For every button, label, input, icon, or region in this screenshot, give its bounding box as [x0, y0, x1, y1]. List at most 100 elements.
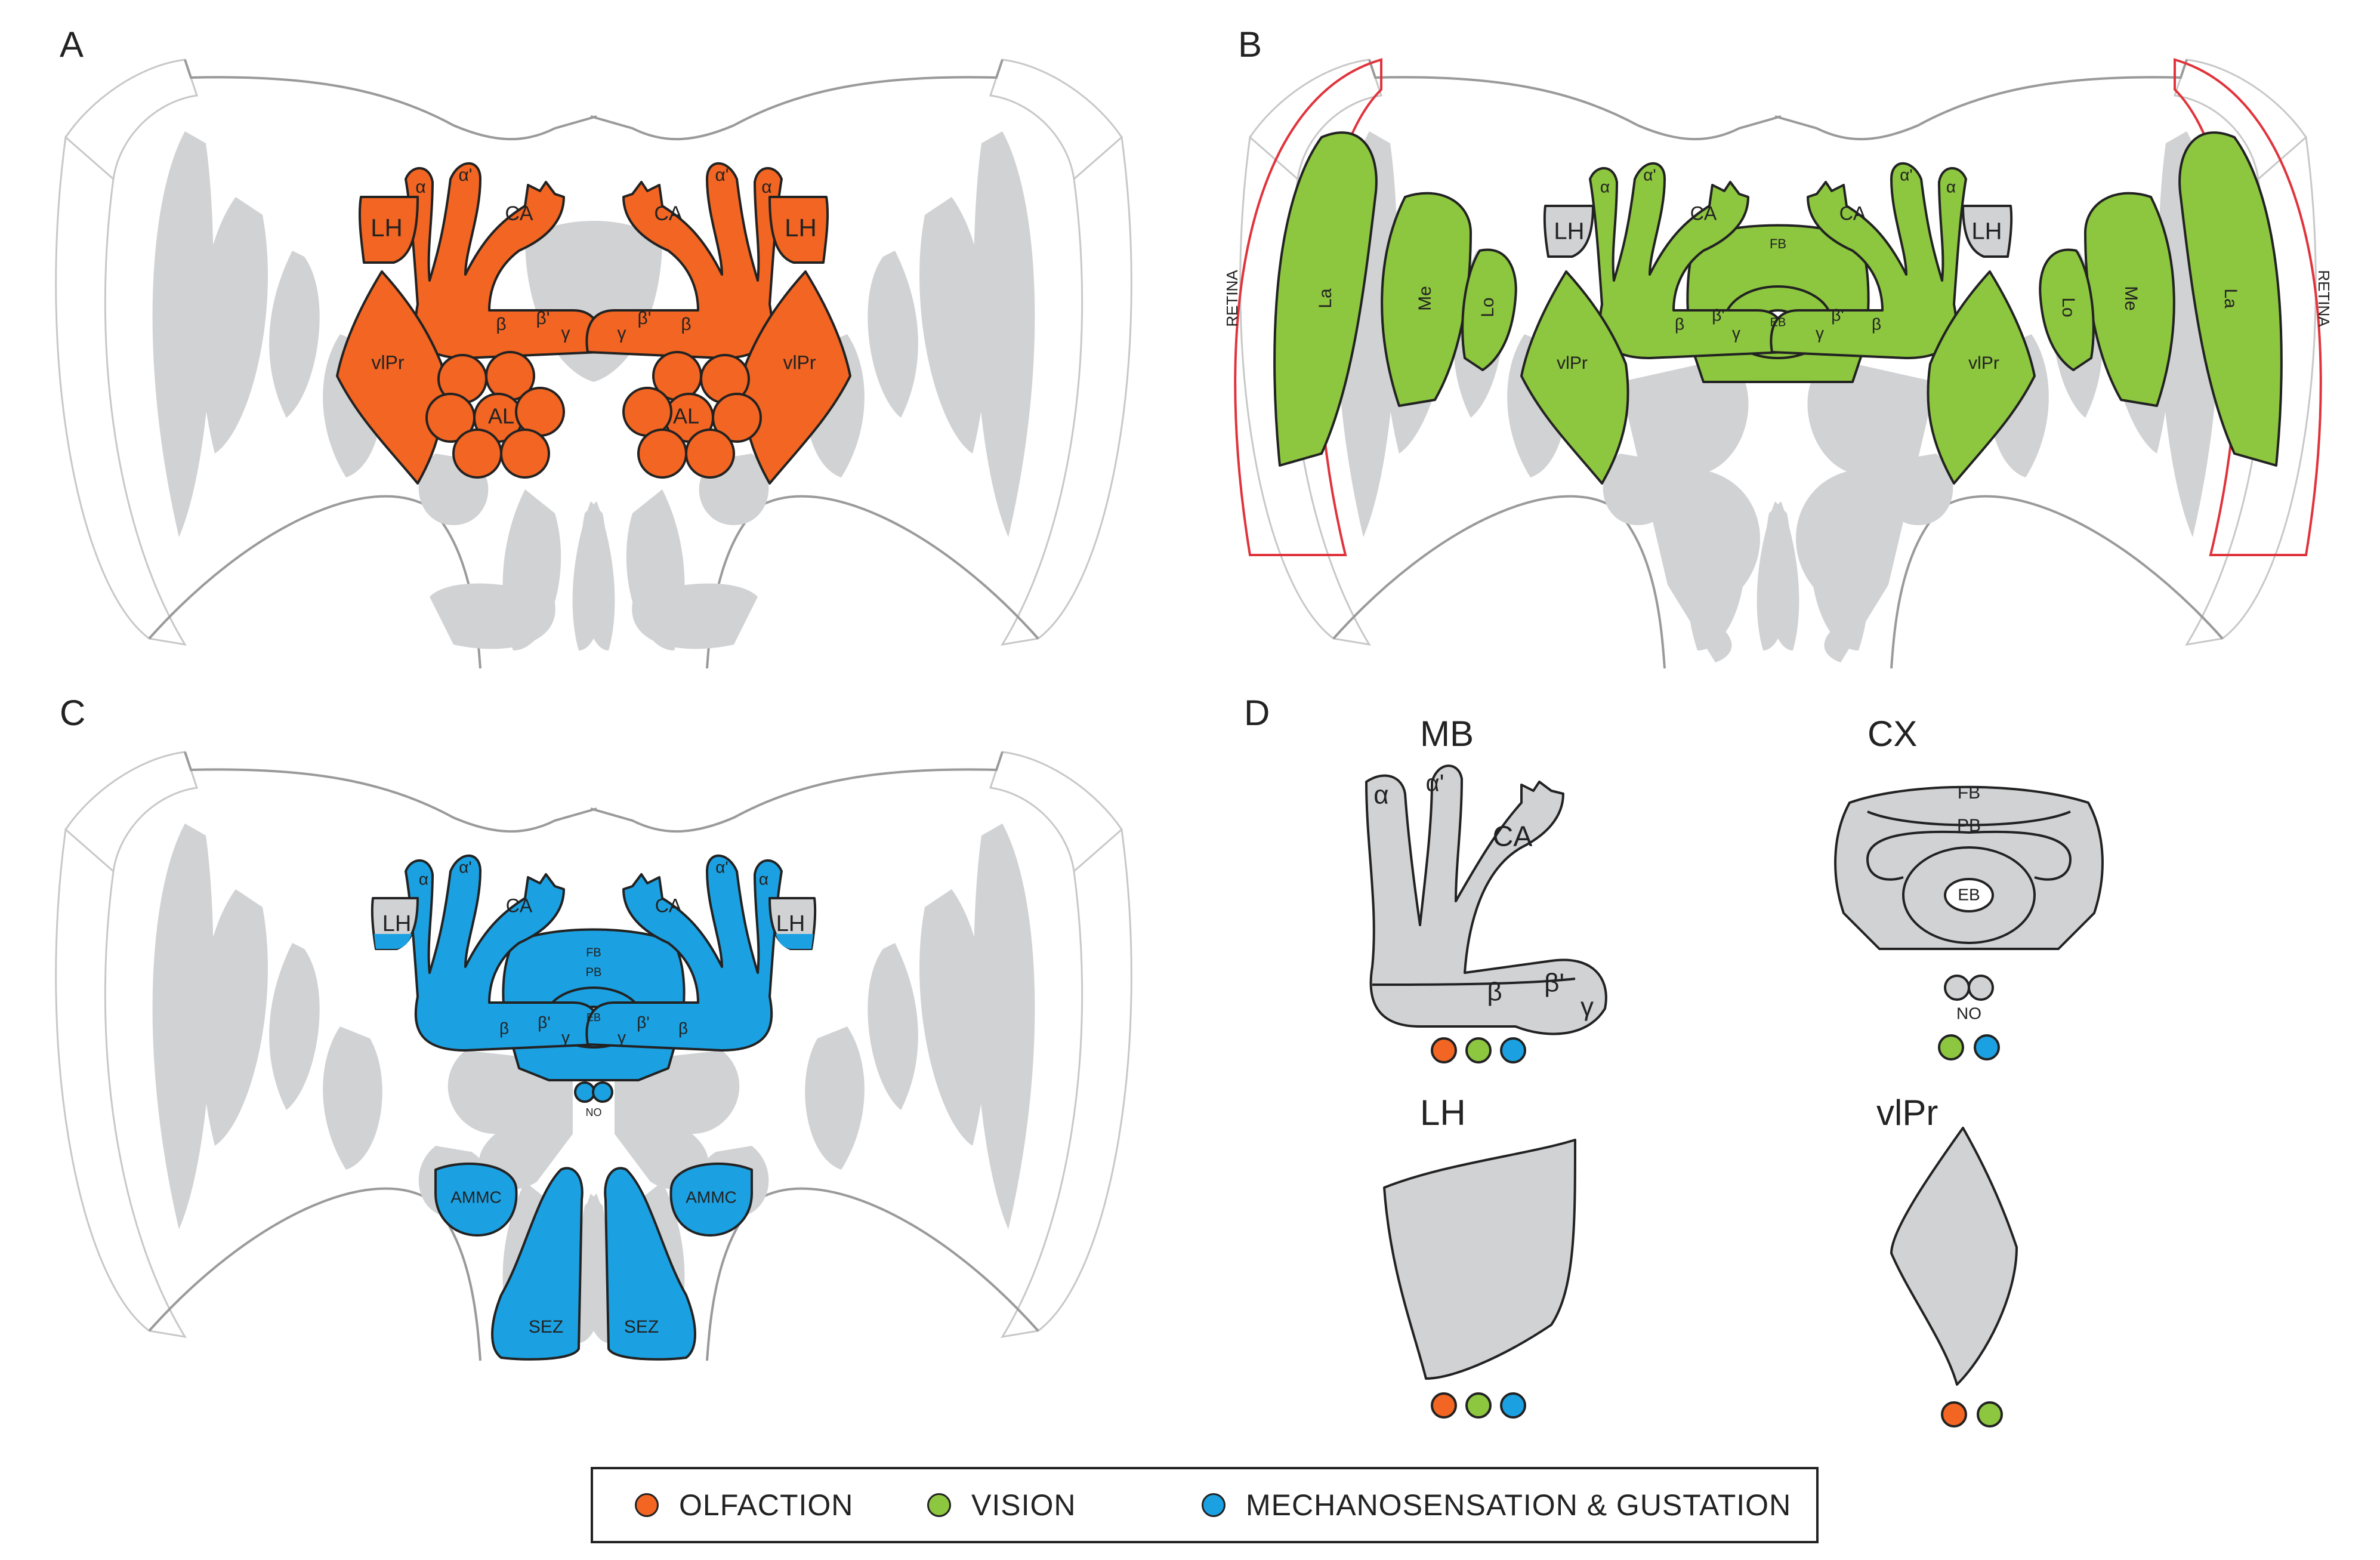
- vlpr-b-left: [1520, 270, 1629, 485]
- label-ca-a-left: CA: [505, 202, 533, 225]
- medulla-left: [1381, 192, 1472, 407]
- label-fb-b: FB: [1770, 236, 1786, 251]
- panel-c-letter: C: [60, 693, 85, 733]
- label-alpha-c-left: α: [419, 870, 428, 888]
- vlpr-dot-olfaction: [1941, 1401, 1967, 1428]
- label-d-pb: PB: [1957, 816, 1981, 836]
- label-gamma-b-right: γ: [1816, 323, 1824, 342]
- label-pb-c: PB: [586, 966, 602, 979]
- label-beta-prime-a-right: β': [638, 309, 652, 328]
- label-beta-a-right: β: [681, 315, 691, 334]
- label-beta-c-left: β: [499, 1019, 509, 1037]
- central-complex-bg: [525, 221, 662, 382]
- label-lh-c-right: LH: [776, 911, 805, 936]
- noduli-c-left: [574, 1081, 595, 1103]
- label-lh-a-left: LH: [371, 214, 403, 242]
- label-sez-right: SEZ: [624, 1317, 659, 1337]
- cx-eb: [1944, 878, 1994, 912]
- vlpr-dot-vision: [1977, 1401, 2003, 1428]
- cx-noduli-right: [1968, 975, 1994, 1001]
- olfaction-dot-icon: [635, 1493, 659, 1517]
- legend-item-mechanosensation: MECHANOSENSATION & GUSTATION: [1202, 1469, 1791, 1541]
- label-d-eb: EB: [1958, 885, 1980, 904]
- legend-label-mechanosensation: MECHANOSENSATION & GUSTATION: [1246, 1488, 1792, 1522]
- lh-dot-olfaction: [1431, 1392, 1457, 1419]
- label-beta-c-right: β: [678, 1019, 688, 1037]
- label-ca-b-right: CA: [1839, 202, 1866, 224]
- posterior-lobe-bg-left: [430, 583, 555, 649]
- label-vlpr-b-right: vlPr: [1968, 353, 1999, 373]
- panel-b: B: [1223, 24, 2333, 670]
- sez-left: [491, 1167, 584, 1361]
- label-retina-right: RETINA: [2315, 270, 2333, 327]
- lh-dot-mechanosensation: [1500, 1392, 1526, 1419]
- label-beta-a-left: β: [496, 315, 506, 334]
- lh-dot-vision: [1465, 1392, 1492, 1419]
- label-la-left: La: [1316, 288, 1335, 309]
- title-vlpr: vlPr: [1876, 1093, 1938, 1133]
- mechanosensation-dot-icon: [1202, 1493, 1226, 1517]
- antennal-lobe-right: [622, 351, 762, 479]
- label-d-gamma: γ: [1581, 992, 1594, 1022]
- lh-modality-dots: [1431, 1392, 1526, 1419]
- title-cx: CX: [1867, 714, 1917, 754]
- lamina-right: [2178, 131, 2283, 467]
- label-beta-prime-a-left: β': [536, 309, 550, 328]
- legend: OLFACTION VISION MECHANOSENSATION & GUST…: [591, 1467, 1819, 1543]
- antennal-lobe-left: [425, 351, 565, 479]
- label-ca-c-left: CA: [506, 895, 533, 916]
- label-me-right: Me: [2121, 286, 2141, 311]
- label-ammc-left: AMMC: [450, 1188, 502, 1206]
- panel-d: D MB α α' CA β β' γ CX FB PB EB NO: [1244, 693, 2104, 1428]
- label-ca-c-right: CA: [655, 895, 682, 916]
- mb-dot-mechanosensation: [1500, 1037, 1526, 1063]
- panel-a: A: [54, 24, 1133, 670]
- mb-modality-dots: [1431, 1037, 1526, 1063]
- legend-label-vision: VISION: [971, 1488, 1076, 1522]
- vlpr-detail: [1890, 1127, 2018, 1386]
- mb-dot-vision: [1465, 1037, 1492, 1063]
- lh-b-right: [1962, 205, 2013, 258]
- label-eb-b: EB: [1770, 316, 1786, 329]
- label-alpha-c-right: α: [759, 870, 768, 888]
- label-lo-left: Lo: [1478, 297, 1498, 317]
- label-lh-a-right: LH: [785, 214, 817, 242]
- panel-c: C LH: [54, 693, 1133, 1362]
- mb-lobe-divider: [1372, 978, 1576, 986]
- ammc-right: [669, 1163, 753, 1237]
- cx-dot-mechanosensation: [1974, 1034, 2000, 1060]
- lobula-left: [1461, 248, 1517, 371]
- label-fb-c: FB: [586, 946, 601, 959]
- label-d-ca: CA: [1493, 821, 1533, 853]
- cx-pb-divider: [1866, 830, 2072, 881]
- lateral-horn-right: [768, 196, 829, 264]
- panel-b-letter: B: [1238, 24, 1262, 64]
- vlpr-left: [336, 270, 445, 485]
- label-d-beta: β: [1487, 978, 1502, 1007]
- label-alpha-b-right: α: [1946, 177, 1956, 196]
- label-d-beta-prime: β': [1544, 969, 1564, 998]
- label-alpha-prime-b-left: α': [1643, 165, 1656, 184]
- cx-pb-divider-left: [1866, 859, 1904, 881]
- label-beta-b-left: β: [1675, 315, 1684, 333]
- label-alpha-prime-a-right: α': [715, 165, 728, 185]
- label-gamma-c-left: γ: [561, 1028, 570, 1046]
- lh-c-left-blue: [374, 934, 412, 949]
- lh-b-left: [1543, 205, 1594, 258]
- legend-item-vision: VISION: [927, 1469, 1076, 1541]
- vlpr-right: [742, 270, 851, 485]
- vlpr-b-right: [1927, 270, 2036, 485]
- title-lh: LH: [1420, 1093, 1466, 1133]
- label-lo-right: Lo: [2058, 297, 2078, 317]
- lobula-right: [2039, 248, 2095, 371]
- label-gamma-b-left: γ: [1732, 323, 1740, 342]
- mushroom-body-c-right: [585, 854, 783, 1052]
- label-alpha-prime-a-left: α': [458, 165, 472, 185]
- label-ca-a-right: CA: [654, 202, 683, 225]
- panel-a-letter: A: [60, 24, 84, 64]
- label-alpha-b-left: α: [1600, 177, 1610, 196]
- label-no-c: NO: [586, 1106, 602, 1118]
- legend-item-olfaction: OLFACTION: [635, 1469, 853, 1541]
- cx-noduli-left: [1944, 975, 1970, 1001]
